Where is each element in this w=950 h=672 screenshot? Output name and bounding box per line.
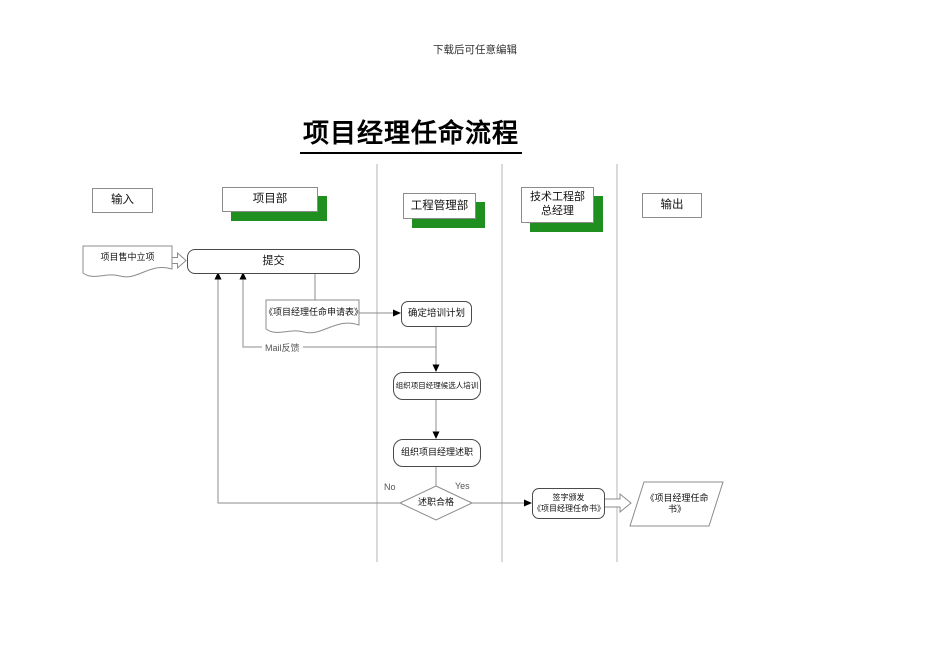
output-document-label: 《项目经理任命书》 — [645, 492, 709, 514]
decision-label: 述职合格 — [417, 497, 454, 508]
document-shape-application-form — [265, 299, 360, 334]
arrowhead — [214, 272, 222, 280]
node-organize-debrief: 组织项目经理述职 — [393, 439, 481, 467]
watermark-text: 下载后可任意编辑 — [433, 45, 517, 56]
lane-header-output: 输出 — [642, 193, 702, 218]
node-sign-and-issue: 签字颁发 《项目经理任命书》 — [532, 488, 605, 519]
lane-header-input: 输入 — [92, 188, 153, 213]
node-organize-candidate-training: 组织项目经理候选人培训 — [393, 372, 481, 400]
document-input-label: 项目售中立项 — [100, 252, 155, 263]
lane-header-tech-dept-gm: 技术工程部 总经理 — [521, 187, 594, 223]
connector-mail-feedback — [242, 279, 436, 348]
node-confirm-training-plan: 确定培训计划 — [401, 301, 472, 327]
page-title: 项目经理任命流程 — [299, 113, 522, 154]
connector-no-loop — [217, 279, 400, 504]
edge-label-mail-feedback: Mail反馈 — [262, 341, 303, 354]
document-shape-input — [82, 245, 173, 278]
edge-label-yes: Yes — [455, 481, 470, 491]
output-parallelogram — [629, 481, 724, 527]
document-application-form-label: 《项目经理任命申请表》 — [264, 307, 364, 318]
lane-header-engineering-mgmt-dept: 工程管理部 — [403, 193, 476, 219]
block-arrow-sign-to-output — [602, 492, 632, 514]
arrowhead — [432, 364, 440, 372]
page-title-wrap: 项目经理任命流程 — [280, 113, 542, 154]
lane-header-project-dept: 项目部 — [222, 187, 318, 212]
arrowhead — [239, 272, 247, 280]
arrowhead — [432, 431, 440, 439]
block-arrow-input-to-submit — [171, 251, 187, 270]
edge-label-no: No — [384, 482, 396, 492]
arrowhead — [393, 309, 401, 317]
decision-diamond — [398, 485, 474, 521]
node-submit: 提交 — [187, 249, 360, 274]
arrowhead — [524, 499, 532, 507]
